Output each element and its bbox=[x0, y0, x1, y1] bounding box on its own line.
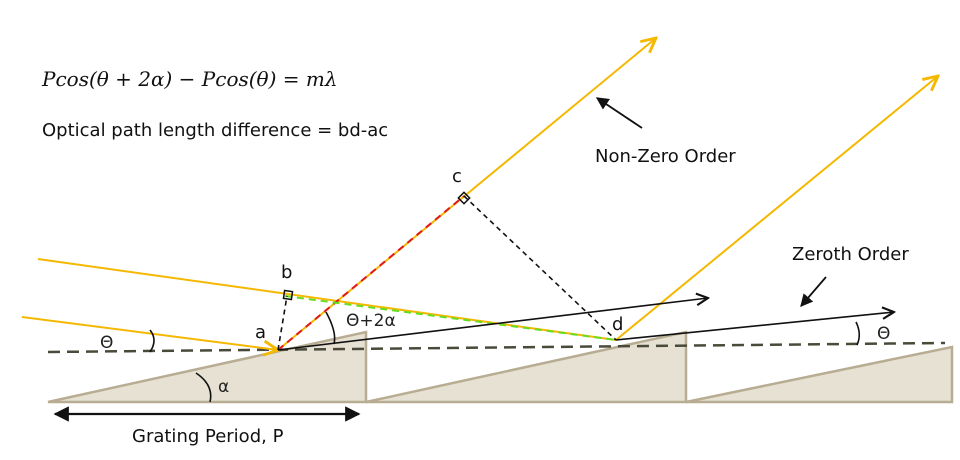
zeroth-order-ray-2 bbox=[615, 312, 894, 341]
theta-arc-right bbox=[855, 321, 861, 346]
point-c-label: c bbox=[452, 166, 462, 187]
construction-ab bbox=[277, 295, 288, 351]
incident-ray-lower bbox=[21, 316, 278, 350]
theta-right-label: Θ bbox=[877, 324, 890, 344]
zeroth-order-label: Zeroth Order bbox=[792, 244, 909, 265]
theta-plus-label: Θ+2α bbox=[346, 311, 396, 331]
non-zero-order-label: Non-Zero Order bbox=[595, 146, 736, 167]
construction-cd bbox=[463, 195, 617, 341]
diffracted-ray-1 bbox=[277, 38, 656, 351]
grating-teeth bbox=[47, 330, 954, 404]
alpha-label: α bbox=[218, 377, 229, 397]
theta-arc-left bbox=[149, 329, 155, 353]
diffracted-ray-2 bbox=[615, 76, 938, 341]
alpha-arc bbox=[195, 372, 212, 403]
point-a-label: a bbox=[255, 322, 266, 343]
theta-left-label: Θ bbox=[100, 333, 113, 353]
zeroth-order-ray-1 bbox=[277, 298, 708, 351]
path-bd bbox=[284, 295, 617, 341]
path-ac bbox=[277, 195, 465, 351]
point-d-label: d bbox=[612, 314, 623, 335]
point-b-label: b bbox=[281, 262, 292, 283]
path-difference-label: Optical path length difference = bd-ac bbox=[42, 120, 388, 141]
grating-tooth-2 bbox=[365, 330, 688, 404]
right-angle-marker-c bbox=[457, 191, 471, 205]
grating-period-label: Grating Period, P bbox=[132, 426, 284, 447]
non-zero-order-pointer bbox=[595, 97, 643, 129]
theta-plus-arc bbox=[325, 311, 336, 345]
grating-tooth-1 bbox=[47, 330, 368, 404]
right-angle-marker-b bbox=[282, 289, 294, 301]
zeroth-order-pointer bbox=[800, 276, 827, 307]
baseline-dashed bbox=[47, 341, 946, 354]
incident-ray-upper bbox=[37, 258, 617, 341]
grating-equation: Pcos(θ + 2α) − Pcos(θ) = mλ bbox=[41, 67, 338, 91]
grating-tooth-3 bbox=[685, 345, 954, 404]
